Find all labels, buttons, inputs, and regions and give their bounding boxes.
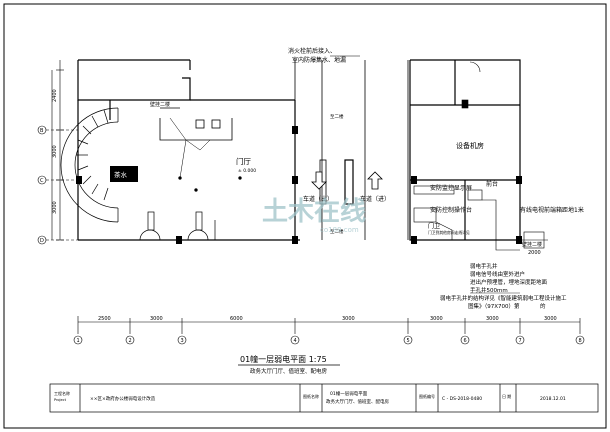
security-panel-note: 安防控制操作台 bbox=[430, 206, 472, 214]
sheet-border bbox=[3, 3, 607, 429]
axis-bottom-7: 7 bbox=[519, 338, 522, 344]
dim-left-3: 3000 bbox=[52, 201, 58, 214]
tb-number-value: C - DS-2018-0480 bbox=[442, 396, 482, 402]
dim-top-7: 3000 bbox=[544, 316, 557, 322]
drawing-subtitle: 政务大厅门厅、值班室、配电房 bbox=[250, 367, 328, 375]
dim-top-1: 2500 bbox=[98, 316, 111, 322]
manhole-note-2: 弱电信号线由室外进户 bbox=[470, 270, 525, 278]
tb-drawing-name-2: 政务大厅门厅、值班室、配电房 bbox=[326, 398, 389, 405]
tea-room-label: 茶水 bbox=[114, 170, 128, 179]
tb-date: 2018.12.01 bbox=[540, 396, 566, 402]
bottom-axis-bubbles bbox=[73, 335, 585, 345]
wiring-note-1: 门卫到其他房间走线详见 bbox=[428, 230, 470, 235]
axis-bottom-5: 5 bbox=[407, 338, 410, 344]
tb-project-label-en: Project bbox=[54, 398, 67, 402]
tb-project-name: ××区×政府办公楼弱电设计改造 bbox=[90, 395, 156, 402]
dim-side-small: 2000 bbox=[528, 250, 541, 256]
axis-bottom-8: 8 bbox=[579, 338, 582, 344]
axis-bottom-2: 2 bbox=[129, 338, 132, 344]
dim-left-1: 2400 bbox=[52, 89, 58, 102]
equipment-room-label: 设备机房 bbox=[456, 141, 484, 150]
watermark-cn: 土木在线 bbox=[262, 197, 366, 227]
tb-drawing-name-1: 01幢一层弱电平面 bbox=[330, 390, 368, 397]
dim-top-3: 6000 bbox=[230, 316, 243, 322]
axis-bottom-3: 3 bbox=[181, 338, 184, 344]
manhole-note-4: 手孔井500mm bbox=[470, 286, 508, 294]
left-axis-bubbles bbox=[37, 125, 78, 245]
dim-top-6: 3000 bbox=[486, 316, 499, 322]
dim-top-5: 3000 bbox=[430, 316, 443, 322]
wiring-note-2: 有线电视前端箱距地1米 bbox=[520, 206, 584, 214]
reception-note: 壁挂二楼 bbox=[150, 101, 170, 108]
security-control-note: 安防监控显示屏 bbox=[430, 184, 472, 192]
watermark-en: co188.com bbox=[320, 226, 359, 234]
lobby-label: 门厅 bbox=[236, 157, 251, 166]
tea-room-fill bbox=[110, 166, 138, 182]
entry-doors bbox=[139, 211, 216, 241]
axis-bottom-4: 4 bbox=[294, 338, 297, 344]
right-note-sub-b: 壁挂二楼 bbox=[522, 241, 542, 248]
lane-entry-label: 车道（进） bbox=[360, 195, 390, 203]
lobby-elevation: ± 0.000 bbox=[238, 168, 256, 174]
manhole-note-5: 弱电手孔井的结构详见《智能建筑弱电工程设计施工 bbox=[440, 294, 567, 302]
equipment-room-details bbox=[413, 61, 548, 251]
dim-left-2: 3000 bbox=[52, 145, 58, 158]
tb-project-label: 工程名称 bbox=[54, 390, 70, 396]
axis-bottom-1: 1 bbox=[77, 338, 80, 344]
manhole-note-3: 进出户预埋管，埋地深度距地面 bbox=[470, 278, 548, 286]
lobby-cabling bbox=[169, 117, 242, 192]
manhole-notes: 弱电手孔井 弱电信号线由室外进户 进出户预埋管，埋地深度距地面 手孔井500mm… bbox=[440, 262, 567, 310]
reception-counter bbox=[159, 107, 233, 141]
bottom-dimension-chain bbox=[77, 316, 581, 334]
dim-top-2: 3000 bbox=[150, 316, 163, 322]
fire-note-1: 消火栓前后接入、 bbox=[288, 47, 336, 55]
manhole-note-1: 弱电手孔井 bbox=[470, 262, 498, 270]
tb-drawing-label: 图纸名称 bbox=[303, 393, 319, 399]
axis-left-b: B bbox=[40, 128, 44, 134]
spiral-staircase bbox=[60, 107, 119, 223]
reception-label: 前台 bbox=[486, 180, 498, 188]
driveway bbox=[294, 60, 409, 240]
drawing-title: 01幢一层弱电平面 1:75 bbox=[240, 354, 327, 364]
manhole-note-6: 图集》（97X700）第 bbox=[468, 302, 520, 310]
dim-top-4: 3000 bbox=[342, 316, 355, 322]
title-block bbox=[49, 383, 599, 413]
axis-left-d: D bbox=[40, 238, 44, 244]
lane-exit-label: 车道（出） bbox=[303, 195, 333, 203]
fire-note-2: 室内防爆集水、地漏 bbox=[292, 56, 346, 64]
lane-arrows bbox=[311, 171, 383, 190]
axis-left-c: C bbox=[40, 178, 44, 184]
door-guard-label: 门卫 bbox=[428, 222, 440, 230]
axis-bottom-6: 6 bbox=[464, 338, 467, 344]
tb-date-label: 日 期 bbox=[502, 393, 511, 399]
left-block-walls bbox=[77, 59, 300, 241]
driveway-note-d: 至二楼 bbox=[330, 228, 344, 235]
driveway-note-c: 至二楼 bbox=[330, 113, 344, 120]
manhole-page: 的 bbox=[540, 302, 546, 310]
tb-number-label: 图纸编号 bbox=[419, 393, 435, 399]
